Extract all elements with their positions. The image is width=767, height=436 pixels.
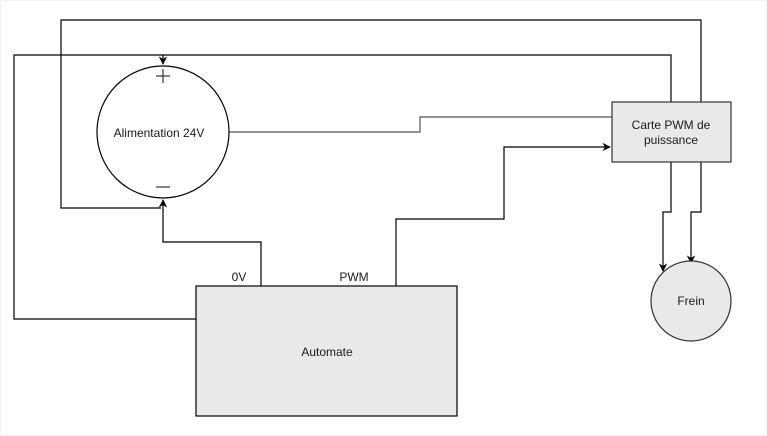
frein-shape [650,260,732,342]
edge-automate-0v-to-alim-minus[interactable] [158,199,262,286]
alimentation-shape [96,65,230,199]
edge-carte-to-alim-minus[interactable] [60,19,702,209]
plus-icon [156,69,170,83]
edge-carte-to-frein-2[interactable] [686,162,702,264]
node-automate[interactable]: Automate [195,285,458,417]
node-alimentation[interactable]: Alimentation 24V [96,65,230,199]
port-label-0v: 0V [232,270,247,284]
carte-pwm-label-line2: puissance [644,133,698,147]
node-frein[interactable]: Frein [650,260,732,342]
edge-carte-to-frein-1[interactable] [658,162,672,272]
automate-label: Automate [301,345,353,359]
alimentation-label: Alimentation 24V [114,126,205,140]
port-label-pwm: PWM [339,270,368,284]
carte-pwm-label-line1: Carte PWM de [632,118,711,132]
frein-label: Frein [677,294,704,308]
node-carte-pwm[interactable]: Carte PWM de puissance [611,101,732,163]
edge-alim-to-carte[interactable] [229,116,612,133]
edge-automate-left-loop[interactable] [13,54,672,320]
edge-automate-pwm-to-carte[interactable] [395,142,611,286]
carte-pwm-shape [611,101,732,163]
automate-shape [195,285,458,417]
